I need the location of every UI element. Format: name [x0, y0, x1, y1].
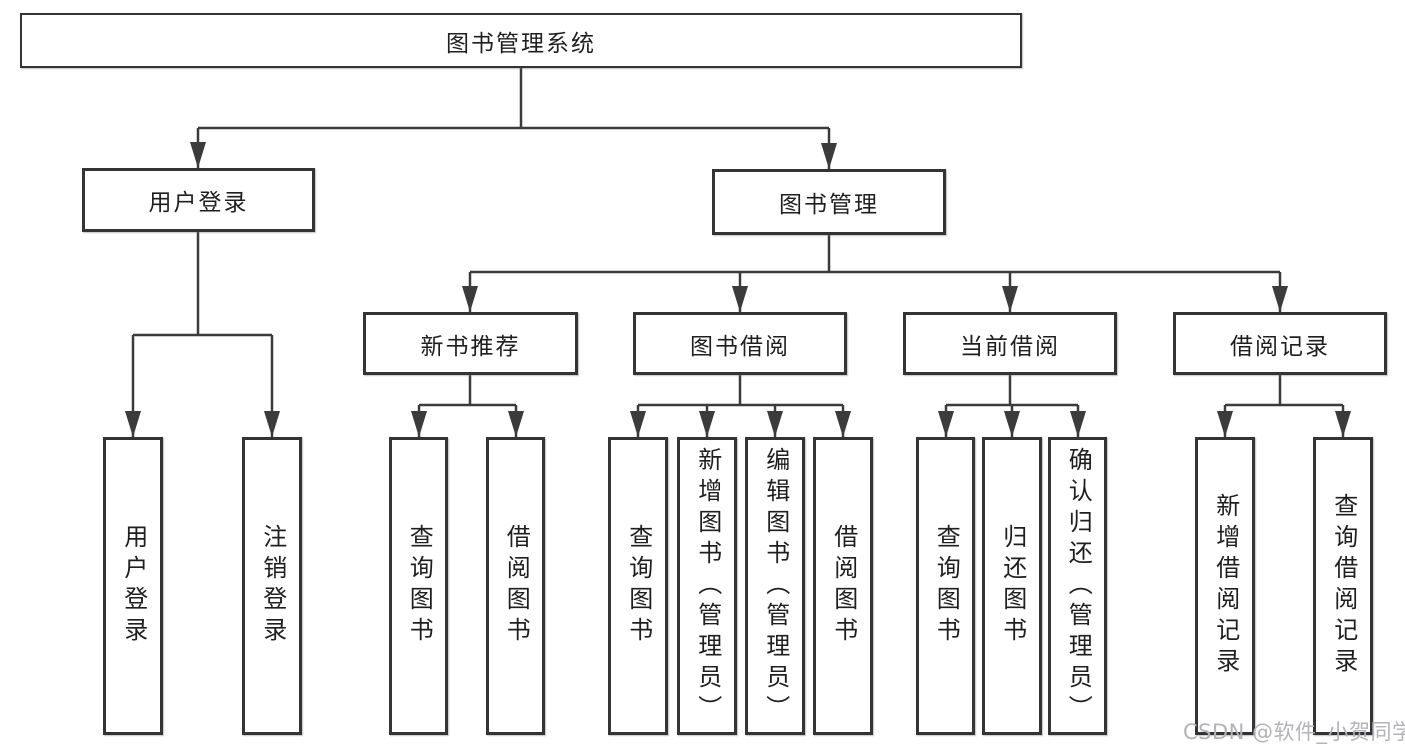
leaf-bb-add-books-admin: 新增图书（管理员） — [677, 437, 737, 735]
leaf-bb-query-books-label: 查询图书 — [624, 524, 653, 648]
node-book-management: 图书管理 — [712, 169, 946, 235]
watermark-text: CSDN @软件_小贺同学 — [1183, 720, 1405, 744]
leaf-cb-confirm-return-admin-label: 确认归还（管理员） — [1064, 446, 1093, 726]
arrowhead-current-borrowing-leaves — [938, 411, 1086, 437]
arrowhead-user-login-leaves — [125, 411, 280, 437]
leaf-cb-query-books-label: 查询图书 — [932, 524, 961, 648]
leaf-nbr-borrow-books: 借阅图书 — [486, 437, 545, 735]
leaf-cb-query-books: 查询图书 — [916, 437, 975, 735]
arrowhead-level2 — [190, 142, 837, 169]
connector-user-login-branch — [131, 232, 274, 437]
connector-borrowing-records-branch — [1223, 375, 1345, 437]
leaf-br-query-record-label: 查询借阅记录 — [1329, 493, 1358, 679]
leaf-bb-query-books: 查询图书 — [608, 437, 668, 735]
node-user-login: 用户登录 — [82, 168, 315, 232]
leaf-bb-edit-books-admin-label: 编辑图书（管理员） — [761, 446, 790, 726]
leaf-user-login: 用户登录 — [103, 437, 163, 735]
node-root: 图书管理系统 — [20, 13, 1022, 68]
leaf-bb-borrow-books: 借阅图书 — [813, 437, 873, 735]
connector-root-branch — [196, 68, 831, 169]
arrowhead-book-borrowing-leaves — [630, 411, 851, 437]
leaf-logout-label: 注销登录 — [258, 524, 287, 648]
leaf-logout: 注销登录 — [242, 437, 302, 735]
node-current-borrowing: 当前借阅 — [903, 312, 1117, 375]
leaf-cb-return-books: 归还图书 — [982, 437, 1042, 735]
node-new-book-recommendation: 新书推荐 — [363, 312, 578, 375]
leaf-bb-borrow-books-label: 借阅图书 — [829, 524, 858, 648]
leaf-br-add-record-label: 新增借阅记录 — [1211, 493, 1240, 679]
leaf-nbr-query-books: 查询图书 — [389, 437, 448, 735]
node-borrowing-records: 借阅记录 — [1173, 312, 1387, 375]
leaf-cb-confirm-return-admin: 确认归还（管理员） — [1048, 437, 1107, 735]
leaf-bb-edit-books-admin: 编辑图书（管理员） — [745, 437, 805, 735]
connector-book-management-branch — [468, 235, 1282, 312]
leaf-br-add-record: 新增借阅记录 — [1195, 437, 1255, 735]
leaf-nbr-query-books-label: 查询图书 — [405, 524, 434, 648]
leaf-cb-return-books-label: 归还图书 — [998, 524, 1027, 648]
leaf-br-query-record: 查询借阅记录 — [1313, 437, 1373, 735]
arrowhead-level3 — [462, 286, 1288, 312]
arrowhead-borrowing-records-leaves — [1217, 411, 1351, 437]
node-book-borrowing: 图书借阅 — [633, 312, 847, 375]
leaf-bb-add-books-admin-label: 新增图书（管理员） — [693, 446, 722, 726]
leaf-nbr-borrow-books-label: 借阅图书 — [502, 524, 531, 648]
connector-new-book-recommendation-branch — [417, 375, 518, 437]
connector-book-borrowing-branch — [636, 375, 845, 437]
arrowhead-new-book-recommendation-leaves — [411, 411, 524, 437]
leaf-user-login-label: 用户登录 — [119, 524, 148, 648]
